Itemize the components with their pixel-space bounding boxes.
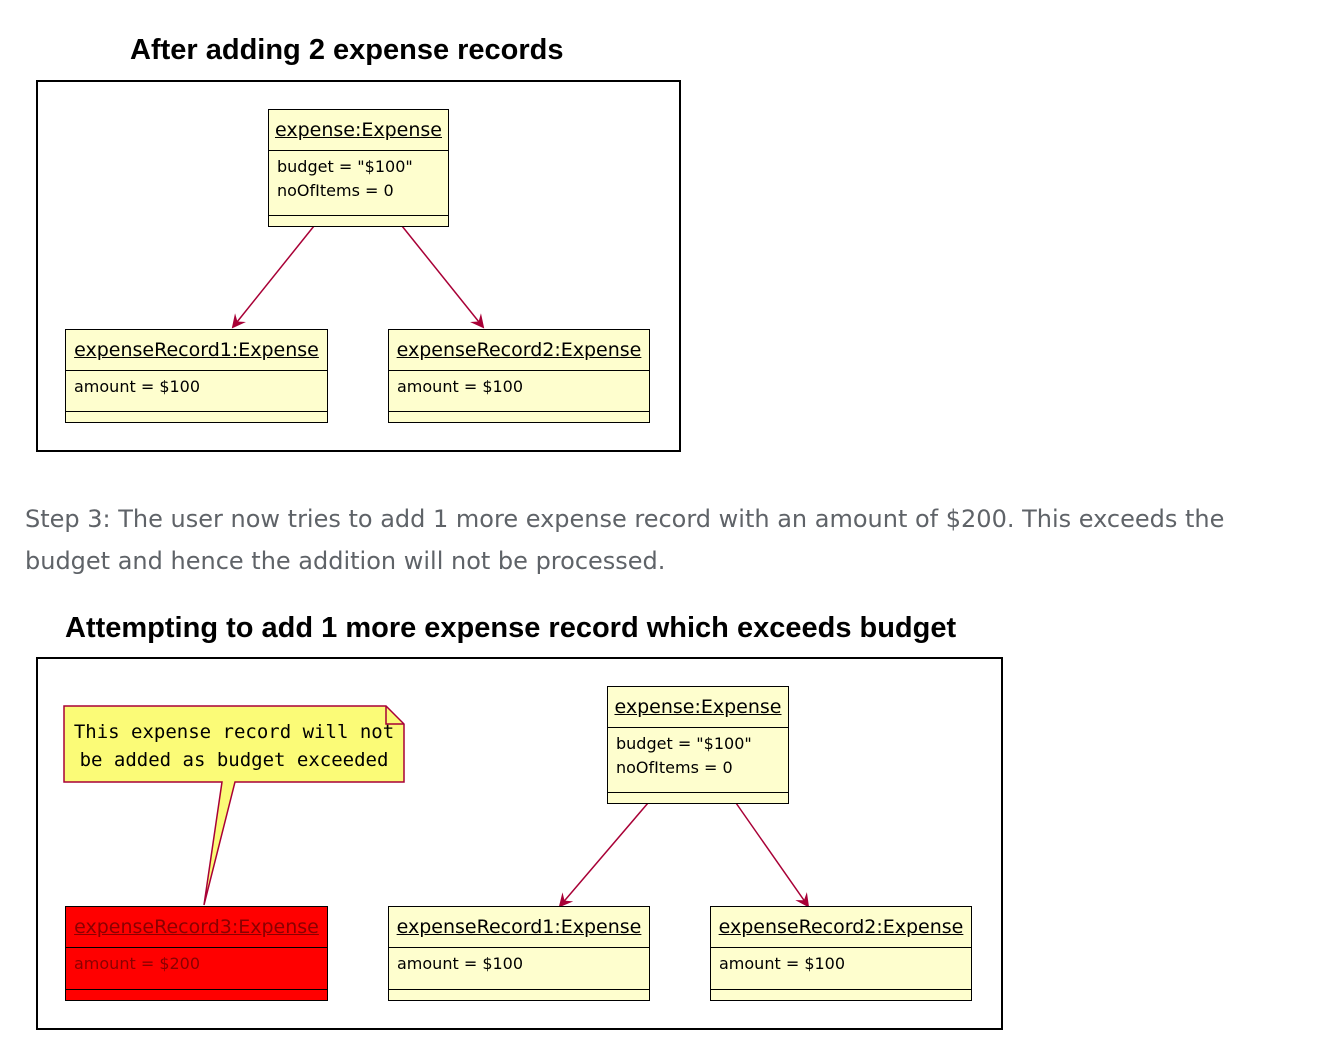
note-line: be added as budget exceeded <box>79 749 389 771</box>
amount-attribute: amount = $200 <box>74 954 201 973</box>
object-name: expense:Expense <box>608 687 788 728</box>
budget-attribute: budget = "$100" <box>277 157 413 176</box>
budget-attribute: budget = "$100" <box>616 734 752 753</box>
note-line: This expense record will not <box>73 721 395 743</box>
object-name: expenseRecord1:Expense <box>66 330 327 371</box>
amount-attribute: amount = $100 <box>719 954 846 973</box>
diagram2-title: Attempting to add 1 more expense record … <box>65 612 957 644</box>
diagram1-title: After adding 2 expense records <box>130 34 564 66</box>
expense-record3-object: expenseRecord3:Expense amount = $200 <box>65 906 328 1001</box>
expense-object: expense:Expense budget = "$100" noOfItem… <box>268 109 449 227</box>
object-name: expense:Expense <box>269 110 448 151</box>
noofitems-attribute: noOfItems = 0 <box>616 758 733 777</box>
object-name: expenseRecord2:Expense <box>711 907 971 948</box>
expense-record2-object: expenseRecord2:Expense amount = $100 <box>388 329 650 423</box>
expense-record2-object: expenseRecord2:Expense amount = $100 <box>710 906 972 1001</box>
expense-record1-object: expenseRecord1:Expense amount = $100 <box>388 906 650 1001</box>
object-name: expenseRecord1:Expense <box>389 907 649 948</box>
rejection-note: This expense record will not be added as… <box>64 706 404 782</box>
expense-object: expense:Expense budget = "$100" noOfItem… <box>607 686 789 804</box>
expense-record1-object: expenseRecord1:Expense amount = $100 <box>65 329 328 423</box>
step-description: Step 3: The user now tries to add 1 more… <box>25 505 1225 575</box>
amount-attribute: amount = $100 <box>397 377 524 396</box>
object-name: expenseRecord2:Expense <box>389 330 649 371</box>
amount-attribute: amount = $100 <box>397 954 524 973</box>
noofitems-attribute: noOfItems = 0 <box>277 181 394 200</box>
object-name: expenseRecord3:Expense <box>66 907 327 948</box>
amount-attribute: amount = $100 <box>74 377 201 396</box>
